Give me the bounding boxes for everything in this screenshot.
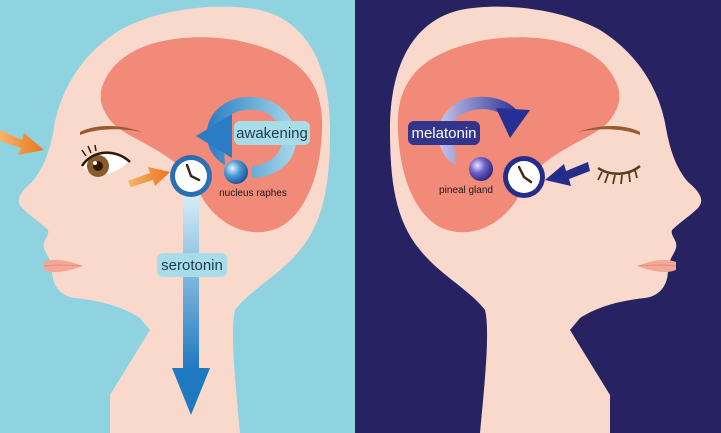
pineal-sphere-icon xyxy=(469,157,493,181)
pineal-gland-text: pineal gland xyxy=(439,185,493,196)
melatonin-label: melatonin xyxy=(408,121,480,145)
eye-light-arrow-icon xyxy=(128,167,170,187)
serotonin-text: serotonin xyxy=(161,257,223,274)
serotonin-label: serotonin xyxy=(157,253,227,277)
left-eyebrow xyxy=(80,126,142,135)
right-eyebrow xyxy=(578,126,640,135)
awakening-text: awakening xyxy=(236,125,308,142)
right-clock-icon xyxy=(503,156,545,198)
darkness-arrow-icon xyxy=(545,162,590,186)
eye-closed-icon xyxy=(597,165,641,185)
light-arrow-icon xyxy=(0,130,44,155)
sphere-icon xyxy=(224,160,248,184)
left-lips xyxy=(44,259,82,273)
melatonin-text: melatonin xyxy=(411,125,476,142)
nucleus-raphes-text: nucleus raphes xyxy=(219,188,287,199)
awakening-label: awakening xyxy=(234,121,310,145)
clock-icon xyxy=(170,155,212,197)
down-arrow-icon xyxy=(172,195,210,415)
melatonin-cycle-arrow-icon xyxy=(438,96,530,165)
right-lips xyxy=(638,259,676,273)
eye-open-icon xyxy=(80,144,131,177)
cycle-arrow-icon xyxy=(196,96,296,178)
